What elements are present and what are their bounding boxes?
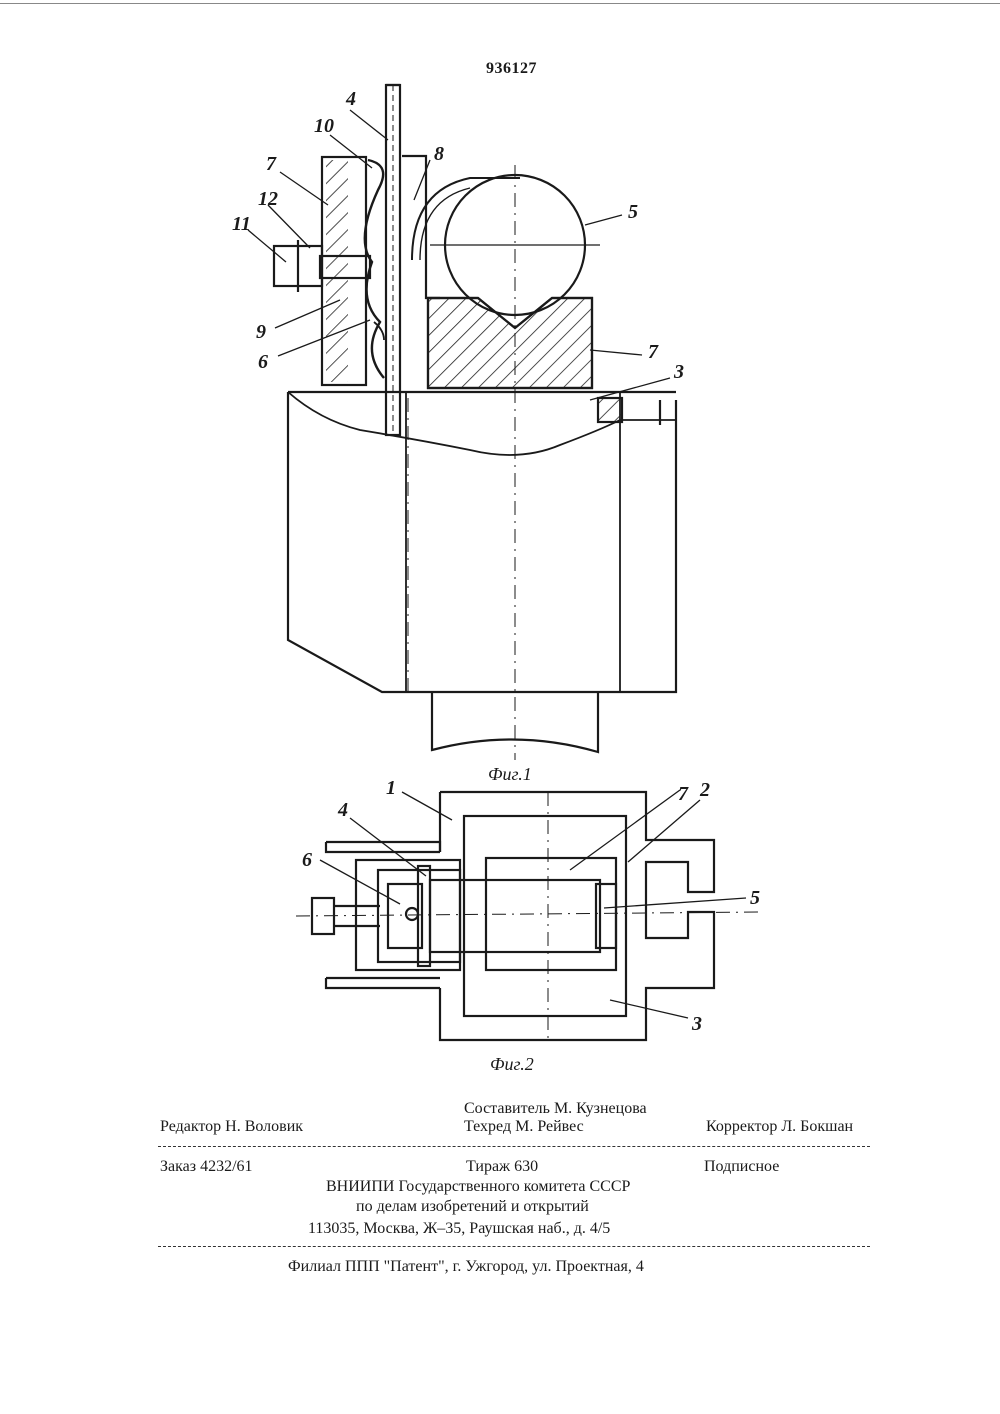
circulation-line: Тираж 630	[466, 1158, 538, 1176]
editor-line: Редактор Н. Воловик	[160, 1118, 303, 1136]
fig1-label-8: 8	[434, 143, 444, 165]
footer-divider-1	[158, 1146, 870, 1147]
footer-divider-2	[158, 1246, 870, 1247]
fig2-label-1: 1	[386, 780, 396, 799]
fig2-label-3: 3	[691, 1013, 702, 1035]
figure-1-drawing: 4 10 7 8 5 12 11 9 6 7 3	[0, 0, 1000, 800]
fig1-label-9: 9	[256, 321, 266, 343]
org-line-2: по делам изобретений и открытий	[356, 1198, 589, 1216]
fig2-label-4: 4	[337, 799, 348, 821]
fig2-label-2: 2	[699, 780, 710, 801]
order-line: Заказ 4232/61	[160, 1158, 253, 1176]
fig2-label-5: 5	[750, 887, 760, 909]
fig1-label-6: 6	[258, 351, 268, 373]
figure-2-caption: Фиг.2	[490, 1054, 534, 1075]
org-address: 113035, Москва, Ж–35, Раушская наб., д. …	[308, 1220, 610, 1238]
fig1-label-5: 5	[628, 201, 638, 223]
fig2-label-6: 6	[302, 849, 312, 871]
figure-2-drawing: 1 7 2 4 6 5 3	[0, 780, 1000, 1080]
fig1-label-7: 7	[266, 153, 277, 175]
fig1-label-4: 4	[345, 88, 356, 110]
fig1-label-3: 3	[673, 361, 684, 383]
org-line-1: ВНИИПИ Государственного комитета СССР	[326, 1178, 630, 1196]
branch-line: Филиал ППП "Патент", г. Ужгород, ул. Про…	[288, 1258, 644, 1276]
fig1-label-7b: 7	[648, 341, 659, 363]
subscription-line: Подписное	[704, 1158, 779, 1176]
fig1-label-10: 10	[314, 115, 334, 137]
fig1-label-11: 11	[232, 213, 251, 235]
compiler-line: Составитель М. Кузнецова	[464, 1100, 647, 1118]
fig1-label-12: 12	[258, 188, 278, 210]
fig2-label-7: 7	[678, 783, 689, 805]
corrector-line: Корректор Л. Бокшан	[706, 1118, 853, 1136]
techred-line: Техред М. Рейвес	[464, 1118, 584, 1136]
